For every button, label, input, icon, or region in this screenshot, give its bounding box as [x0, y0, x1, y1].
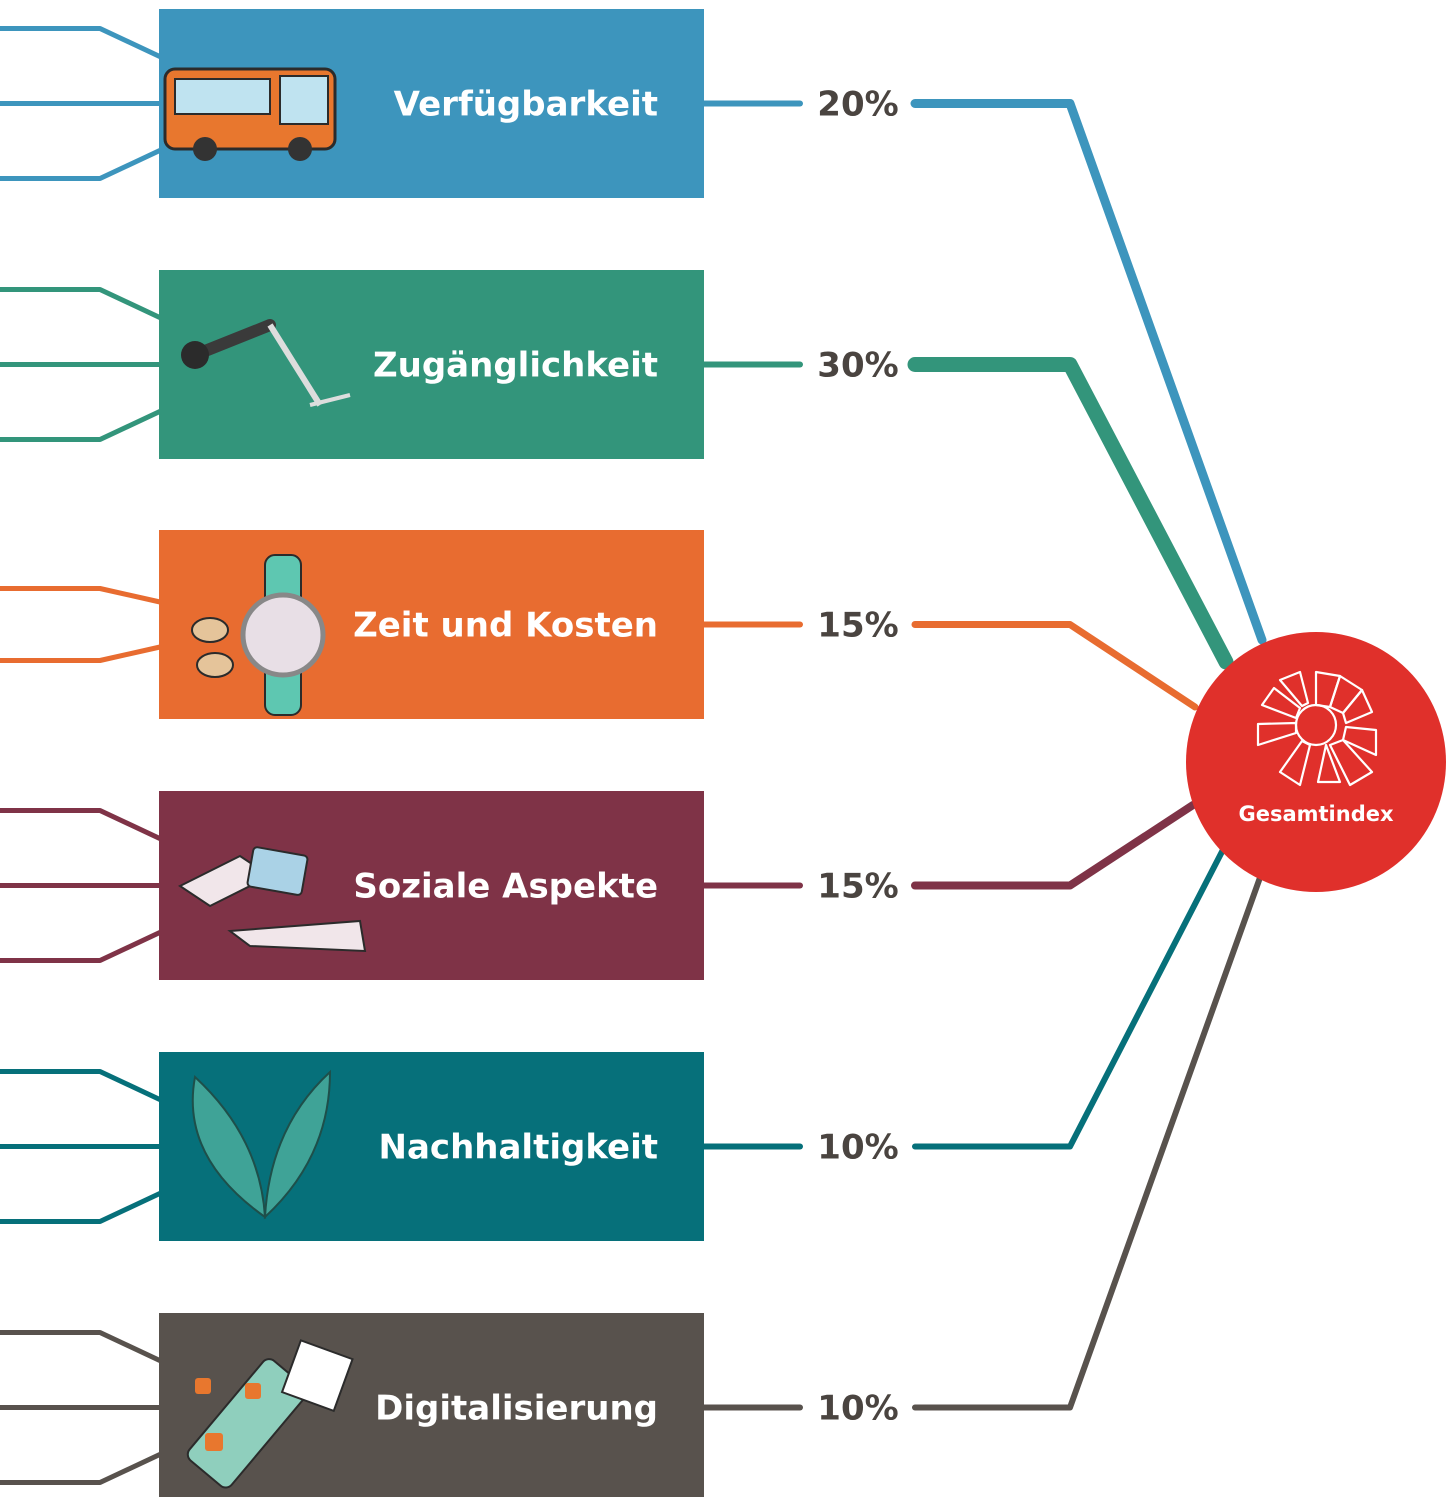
weight-connector [911, 801, 1197, 890]
input-connector [0, 644, 161, 663]
input-connector [0, 930, 162, 963]
category-label: Soziale Aspekte [353, 867, 658, 907]
category-label: Digitalisierung [375, 1389, 658, 1429]
input-connector [0, 1330, 162, 1363]
weight-label: 15% [817, 606, 898, 646]
weight-connector [910, 99, 1267, 645]
hands-card-icon [178, 846, 367, 953]
weight-label: 10% [817, 1389, 898, 1429]
weight-label: 15% [817, 867, 898, 907]
category-box-bg [159, 270, 704, 459]
scooter-icon [181, 319, 351, 407]
category-label: Nachhaltigkeit [379, 1128, 658, 1168]
input-connector [0, 287, 162, 320]
category-box-zugaenglichkeit[interactable]: Zugänglichkeit [159, 270, 704, 459]
category-box-bg [159, 1052, 704, 1241]
weight-connector [912, 869, 1265, 1411]
weight-label: 20% [817, 85, 898, 125]
input-connector [0, 808, 162, 841]
weight-labels: 20% 30% 15% 15% 10% 10% [817, 85, 898, 1429]
hub-circle [1186, 632, 1446, 892]
category-label: Zugänglichkeit [373, 346, 658, 386]
category-label: Verfügbarkeit [394, 85, 658, 125]
weight-connector [912, 837, 1231, 1150]
category-box-zeit-kosten[interactable]: Zeit und Kosten [159, 530, 704, 719]
input-connector [0, 409, 162, 442]
category-label: Zeit und Kosten [353, 606, 658, 646]
weight-connector [907, 357, 1234, 670]
weight-label: 10% [817, 1128, 898, 1168]
leaves-icon [191, 1069, 332, 1220]
input-connector [0, 1452, 162, 1485]
watch-coins-icon [191, 554, 326, 716]
input-connector [0, 148, 162, 181]
bus-icon [163, 67, 337, 161]
category-box-digitalisierung[interactable]: Digitalisierung [159, 1313, 704, 1497]
hub-label: Gesamtindex [1238, 802, 1393, 826]
input-connector [0, 1191, 162, 1224]
input-connector [0, 586, 161, 605]
category-box-nachhaltigkeit[interactable]: Nachhaltigkeit [159, 1052, 704, 1241]
input-connectors [0, 26, 162, 1485]
weight-label: 30% [817, 346, 898, 386]
radial-segments-icon [1256, 670, 1378, 787]
category-box-soziale-aspekte[interactable]: Soziale Aspekte [159, 791, 704, 980]
category-box-verfuegbarkeit[interactable]: Verfügbarkeit [159, 9, 704, 198]
input-connector [0, 1069, 162, 1102]
phone-qr-icon [186, 1339, 354, 1489]
weight-connector [911, 621, 1199, 711]
input-connector [0, 26, 162, 59]
gesamtindex-hub[interactable]: Gesamtindex [1186, 632, 1446, 892]
weight-connectors [701, 99, 1267, 1411]
